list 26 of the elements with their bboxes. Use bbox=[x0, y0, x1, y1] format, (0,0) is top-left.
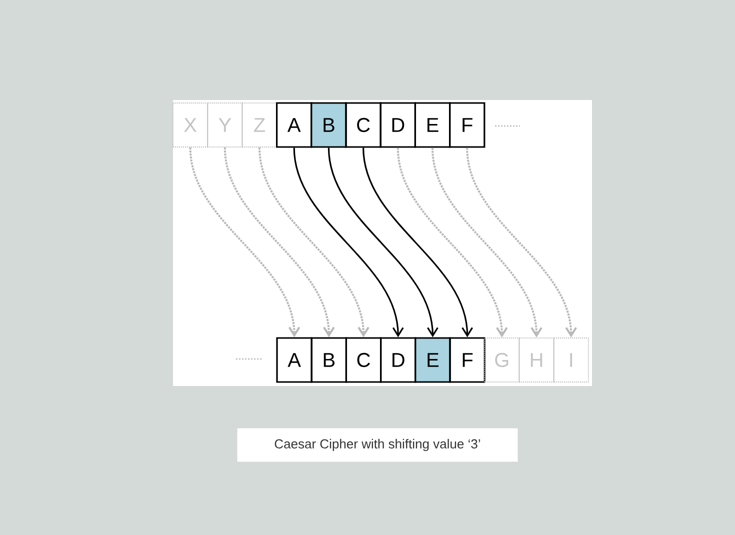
highlighted-letter-cell: E bbox=[414, 337, 451, 383]
letter-cell: B bbox=[310, 337, 347, 383]
dotted-arrow bbox=[258, 147, 370, 338]
dotted-arrow bbox=[466, 148, 577, 338]
dotted-arrow bbox=[224, 147, 335, 338]
letter-cell: A bbox=[276, 337, 312, 383]
faded-letter-cell: Z bbox=[242, 102, 278, 148]
letter-cell: C bbox=[345, 102, 382, 148]
letter-cell: F bbox=[449, 337, 486, 383]
faded-letter-cell: G bbox=[484, 338, 520, 382]
letter-cell: C bbox=[345, 337, 382, 383]
letter-cell: D bbox=[380, 102, 416, 148]
highlighted-letter-cell: B bbox=[310, 102, 347, 148]
arrow bbox=[293, 148, 404, 338]
dotted-arrow bbox=[396, 148, 508, 338]
faded-letter-cell: I bbox=[553, 338, 589, 382]
letter-cell: F bbox=[449, 102, 486, 148]
arrow bbox=[328, 148, 438, 338]
faded-letter-cell: X bbox=[172, 102, 208, 148]
letter-cell: E bbox=[414, 102, 451, 148]
faded-letter-cell: Y bbox=[207, 102, 243, 148]
faded-letter-cell: H bbox=[518, 338, 554, 382]
arrow bbox=[362, 148, 473, 338]
dotted-arrow bbox=[432, 148, 542, 338]
caption-box: Caesar Cipher with shifting value ‘3’ bbox=[236, 428, 518, 462]
dotted-arrow bbox=[189, 147, 300, 338]
